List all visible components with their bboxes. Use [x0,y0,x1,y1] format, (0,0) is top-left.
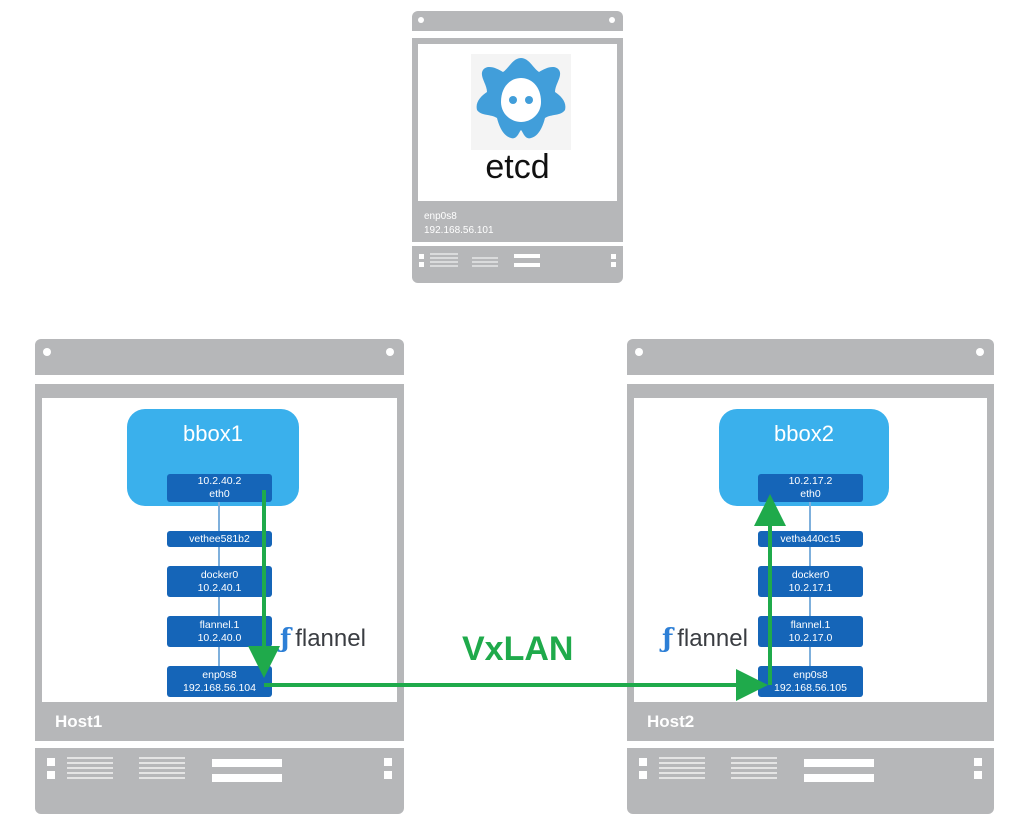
etcd-interface-name: enp0s8 [424,211,457,222]
flannel-ip: 10.2.17.0 [788,631,833,644]
flannel-name: flannel.1 [199,618,240,631]
docker0-interface[interactable]: docker0 10.2.17.1 [758,566,863,597]
vent-square [384,758,392,766]
flannel-interface[interactable]: flannel.1 10.2.17.0 [758,616,863,647]
flannel-name: flannel.1 [790,618,831,631]
vent-square [611,254,616,259]
veth-name: vethee581b2 [189,532,250,545]
host1-server-bottom-bar [35,748,404,814]
vent-square [639,771,647,779]
docker0-ip: 10.2.17.1 [788,581,833,594]
vent-lines-icon [430,253,540,267]
docker0-ip: 10.2.40.1 [197,581,242,594]
vxlan-label: VxLAN [462,630,574,668]
screw-dot [609,17,615,23]
etcd-label: etcd [485,148,550,186]
vent-square [639,758,647,766]
flannel-logo-text: flannel [295,625,366,652]
screw-dot [386,348,394,356]
etcd-logo-icon [471,54,571,150]
vent-square [974,758,982,766]
etcd-server-top-bar [412,11,623,31]
host1-label: Host1 [55,712,103,731]
screw-dot [418,17,424,23]
etcd-server-bottom-bar [412,246,623,283]
eth0-name: eth0 [800,488,821,500]
vent-lines-icon [67,757,282,782]
vent-lines-icon [659,757,874,782]
flannel-logo-icon: ƒ [280,624,292,654]
enp0s8-ip: 192.168.56.105 [774,681,847,694]
veth-name: vetha440c15 [780,532,841,545]
host1-server-top-bar [35,339,404,375]
enp0s8-name: enp0s8 [202,668,237,681]
container-name: bbox1 [183,421,243,446]
vent-square [419,254,424,259]
flannel-logo-text: flannel [677,625,748,652]
veth-interface[interactable]: vetha440c15 [758,531,863,547]
eth0-name: eth0 [209,488,230,500]
vent-square [384,771,392,779]
screw-dot [43,348,51,356]
vent-square [47,771,55,779]
eth0-interface[interactable]: 10.2.40.2 eth0 [167,474,272,502]
host2-server-bottom-bar [627,748,994,814]
host2-server-top-bar [627,339,994,375]
docker0-interface[interactable]: docker0 10.2.40.1 [167,566,272,597]
vent-square [47,758,55,766]
vent-square [974,771,982,779]
host2-label: Host2 [647,712,695,731]
etcd-ip: 192.168.56.101 [424,225,494,236]
docker0-name: docker0 [791,568,830,581]
flannel-logo-icon: ƒ [662,624,674,654]
flannel-interface[interactable]: flannel.1 10.2.40.0 [167,616,272,647]
docker0-name: docker0 [200,568,239,581]
screw-dot [976,348,984,356]
vent-square [419,262,424,267]
flannel-logo: ƒ flannel [662,624,748,654]
flannel-logo: ƒ flannel [280,624,366,654]
enp0s8-interface[interactable]: enp0s8 192.168.56.105 [758,666,863,697]
enp0s8-ip: 192.168.56.104 [183,681,256,694]
container-name: bbox2 [774,421,834,446]
screw-dot [635,348,643,356]
vent-square [611,262,616,267]
eth0-ip: 10.2.17.2 [788,475,833,487]
eth0-ip: 10.2.40.2 [197,475,242,487]
veth-interface[interactable]: vethee581b2 [167,531,272,547]
enp0s8-name: enp0s8 [793,668,828,681]
flannel-ip: 10.2.40.0 [197,631,242,644]
